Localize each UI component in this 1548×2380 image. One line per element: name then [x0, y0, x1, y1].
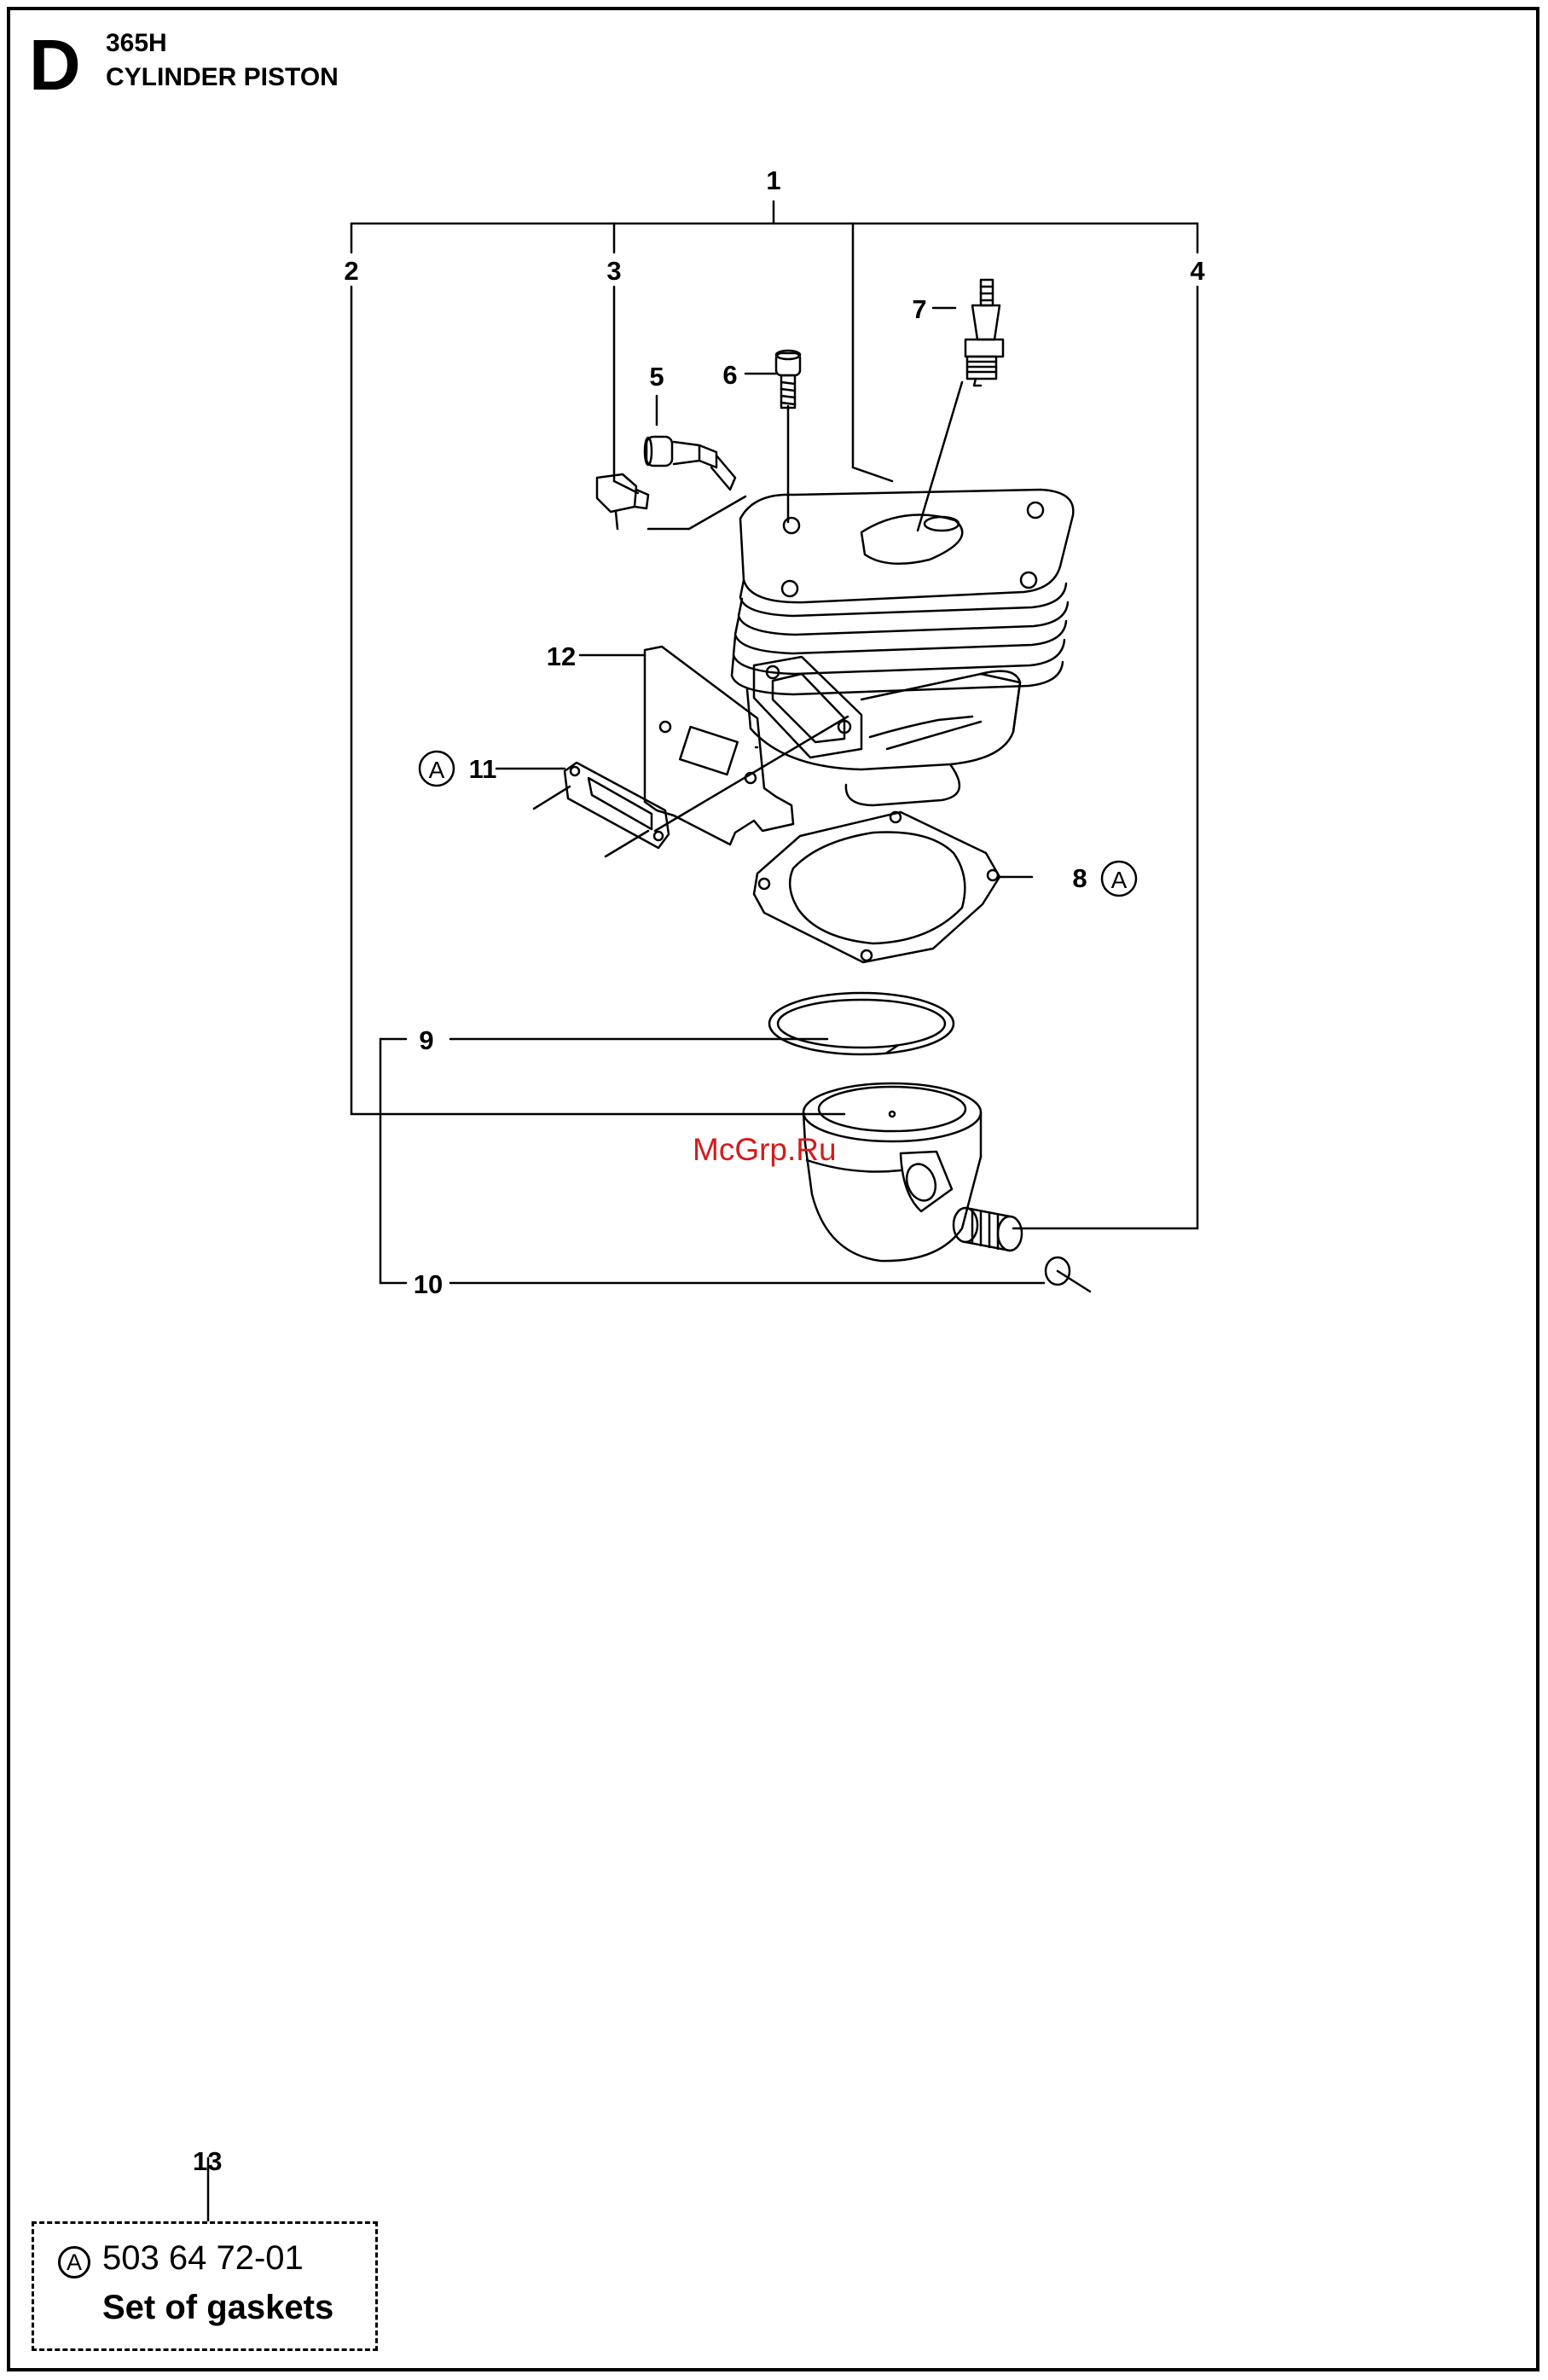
part-1-cylinder [732, 490, 1073, 805]
part-9-piston-ring [769, 993, 954, 1054]
callout-9: 9 [419, 1025, 433, 1055]
part-3-decompression-valve-body [597, 474, 648, 529]
callout-11: 11 [469, 754, 497, 784]
watermark: McGrp.Ru [693, 1132, 837, 1167]
callout-1: 1 [766, 165, 780, 195]
callout-12: 12 [547, 641, 576, 671]
kit-badge: A [58, 2246, 90, 2278]
part-6-cylinder-screw [776, 351, 800, 408]
kit-name: Set of gaskets [102, 2289, 333, 2327]
part-8-cylinder-gasket [754, 812, 1000, 962]
callout-10: 10 [414, 1269, 443, 1299]
callout-8: 8 [1072, 863, 1087, 893]
kit-marker-a-8: A [1111, 867, 1128, 893]
part-7-spark-plug [965, 280, 1003, 386]
part-2-piston [803, 1083, 981, 1261]
callout-13: 13 [193, 2146, 222, 2177]
kit-box: A 503 64 72-01 Set of gaskets [32, 2221, 378, 2351]
part-10-retaining-ring [1046, 1257, 1090, 1292]
part-4-needle-bearing [954, 1208, 1022, 1251]
part-11-muffler-gasket [565, 763, 669, 848]
callout-3: 3 [606, 256, 621, 286]
kit-marker-circles [420, 752, 1136, 896]
kit-marker-a-11: A [429, 757, 445, 783]
callout-5: 5 [649, 362, 664, 392]
callout-2: 2 [344, 256, 358, 286]
callout-7: 7 [912, 294, 926, 324]
part-5-decompression-valve [645, 437, 735, 490]
callout-4: 4 [1190, 256, 1205, 286]
leader-lines [351, 201, 1197, 1283]
callout-6: 6 [722, 360, 737, 390]
kit-part-number: 503 64 72-01 [102, 2239, 304, 2278]
